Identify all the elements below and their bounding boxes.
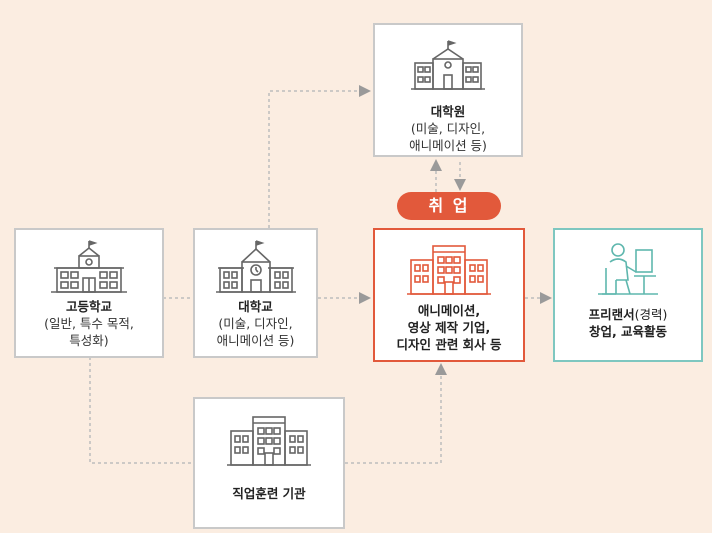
node-university: 대학교 (미술, 디자인, 애니메이션 등)	[193, 228, 318, 358]
designer-at-desk-icon	[598, 243, 658, 295]
freelancer-title-main: 프리랜서	[588, 307, 635, 322]
node-high-school: 고등학교 (일반, 특수 목적, 특성화)	[14, 228, 164, 358]
university-building-icon	[215, 240, 296, 293]
graduate-school-desc-1: (미술, 디자인,	[410, 121, 486, 136]
freelancer-title: 프리랜서(경력)	[555, 306, 701, 323]
employment-line-1: 애니메이션,	[417, 303, 481, 318]
university-building-icon	[411, 40, 485, 90]
high-school-desc-2: 특성화)	[69, 333, 109, 348]
university-title: 대학교	[238, 299, 273, 314]
freelancer-label: 프리랜서(경력) 창업, 교육활동	[555, 306, 701, 340]
node-employment: 애니메이션, 영상 제작 기업, 디자인 관련 회사 등	[373, 228, 525, 362]
employment-badge: 취 업	[397, 192, 501, 220]
freelancer-title-sub: (경력)	[634, 307, 668, 322]
connector-vocational-employment	[345, 363, 447, 464]
high-school-desc-1: (일반, 특수 목적,	[44, 316, 134, 331]
training-institute-building-icon	[227, 416, 311, 466]
connector-university-graduate	[268, 85, 371, 228]
node-graduate-school: 대학원 (미술, 디자인, 애니메이션 등)	[373, 23, 523, 157]
university-desc-1: (미술, 디자인,	[218, 316, 293, 331]
employment-label: 애니메이션, 영상 제작 기업, 디자인 관련 회사 등	[375, 302, 523, 353]
graduate-school-title: 대학원	[430, 104, 466, 119]
university-desc-2: 애니메이션 등)	[216, 333, 295, 348]
graduate-school-desc-2: 애니메이션 등)	[409, 138, 487, 153]
employment-line-3: 디자인 관련 회사 등	[396, 337, 502, 352]
node-freelancer: 프리랜서(경력) 창업, 교육활동	[553, 228, 703, 362]
high-school-label: 고등학교 (일반, 특수 목적, 특성화)	[16, 298, 162, 349]
school-building-icon	[51, 240, 127, 293]
vocational-label: 직업훈련 기관	[195, 485, 343, 502]
university-label: 대학교 (미술, 디자인, 애니메이션 등)	[195, 298, 316, 349]
office-building-icon	[407, 245, 491, 295]
employment-line-2: 영상 제작 기업,	[407, 320, 491, 335]
node-vocational-training: 직업훈련 기관	[193, 397, 345, 529]
graduate-school-label: 대학원 (미술, 디자인, 애니메이션 등)	[375, 103, 521, 154]
freelancer-desc-1: 창업, 교육활동	[588, 324, 668, 339]
vocational-title: 직업훈련 기관	[232, 486, 306, 501]
high-school-title: 고등학교	[65, 299, 112, 314]
connector-highschool-vocational	[89, 357, 193, 464]
